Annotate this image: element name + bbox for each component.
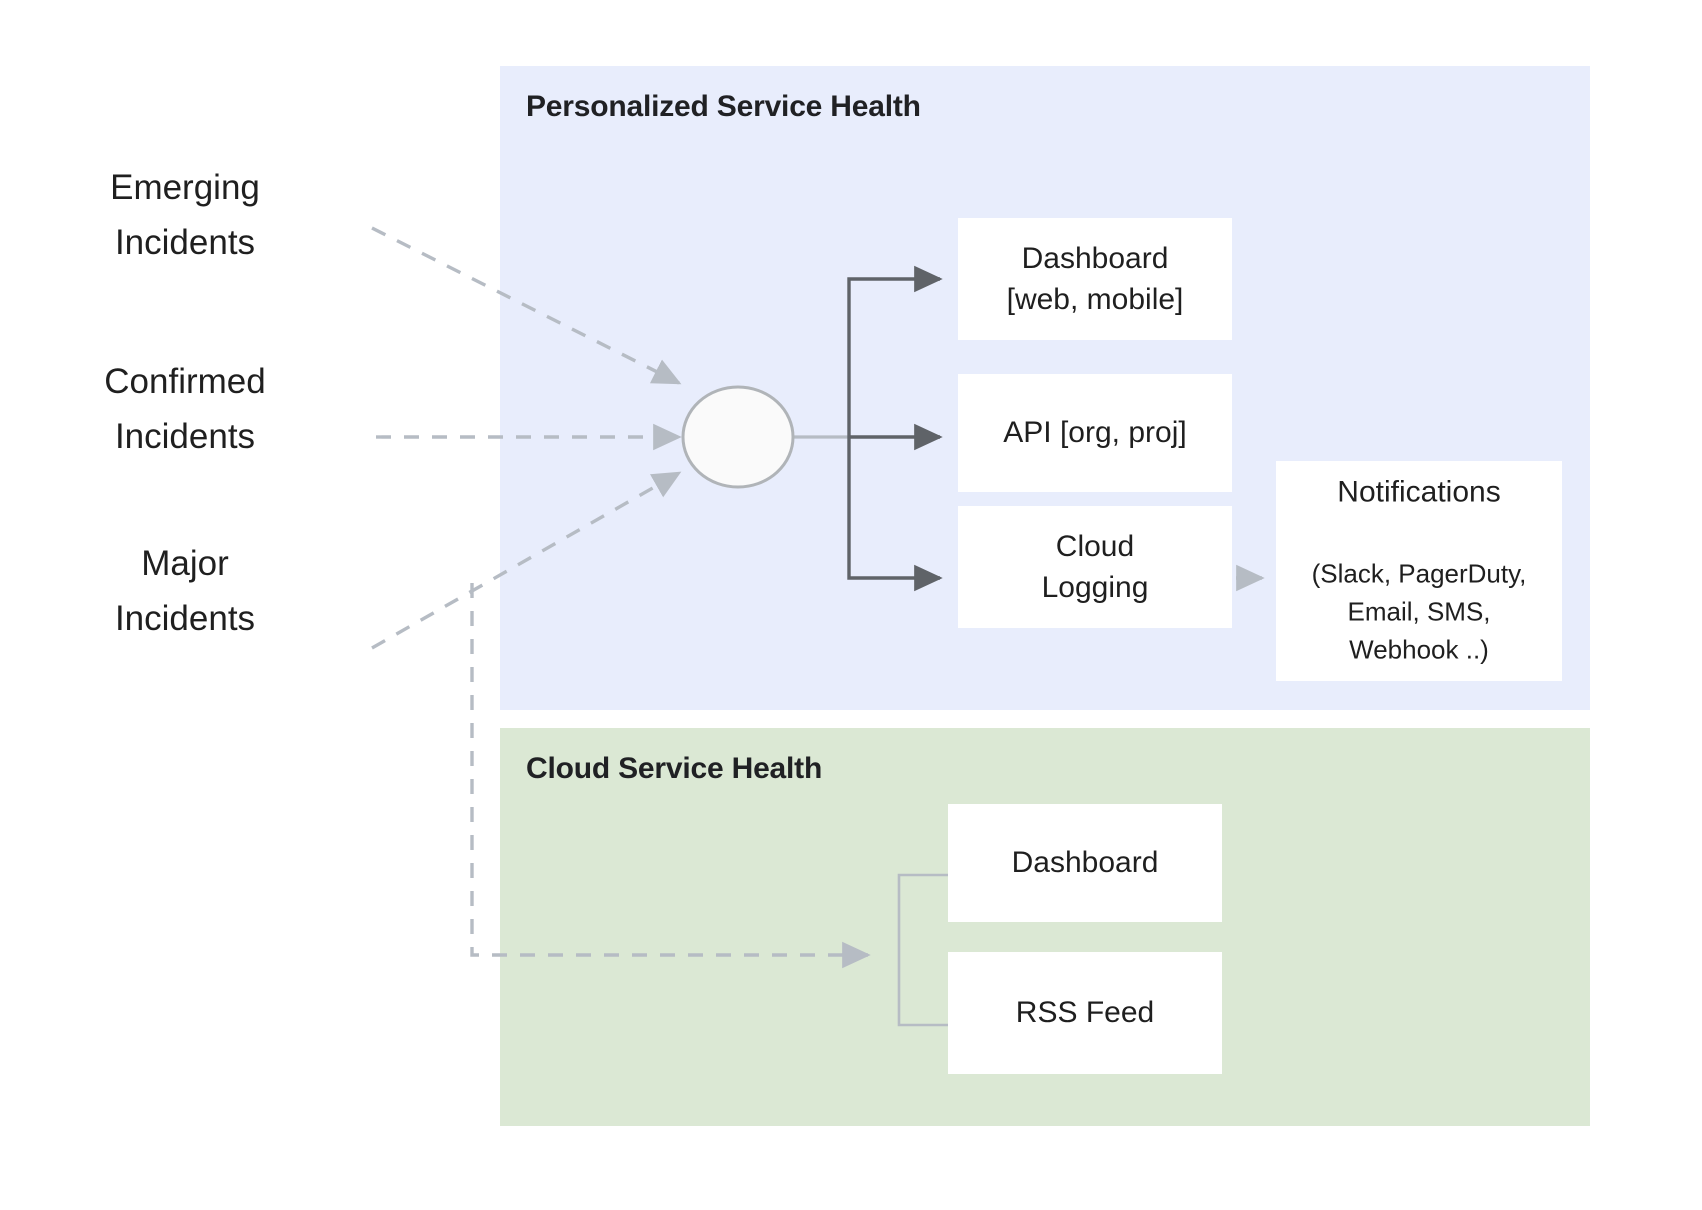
- node-api-org-proj[interactable]: API [org, proj]: [958, 374, 1232, 492]
- node-cloud-logging[interactable]: Cloud Logging: [958, 506, 1232, 628]
- source-label-confirmed-incidents: Confirmed Incidents: [104, 362, 266, 457]
- panel-title-cloud-service-health: Cloud Service Health: [526, 752, 823, 785]
- notifications-title: Notifications: [1337, 475, 1501, 509]
- node-cloud-dashboard[interactable]: Dashboard: [948, 804, 1222, 922]
- node-notifications[interactable]: Notifications (Slack, PagerDuty, Email, …: [1276, 461, 1562, 681]
- notifications-channels: (Slack, PagerDuty, Email, SMS, Webhook .…: [1311, 558, 1527, 665]
- source-label-major-incidents: Major Incidents: [114, 544, 256, 639]
- node-rss-feed[interactable]: RSS Feed: [948, 952, 1222, 1074]
- notifications-text-group: Notifications (Slack, PagerDuty, Email, …: [1276, 431, 1562, 710]
- source-label-emerging-incidents: Emerging Incidents: [110, 168, 260, 263]
- node-dashboard-web-mobile[interactable]: Dashboard [web, mobile]: [958, 218, 1232, 340]
- panel-title-personalized-service-health: Personalized Service Health: [526, 90, 921, 123]
